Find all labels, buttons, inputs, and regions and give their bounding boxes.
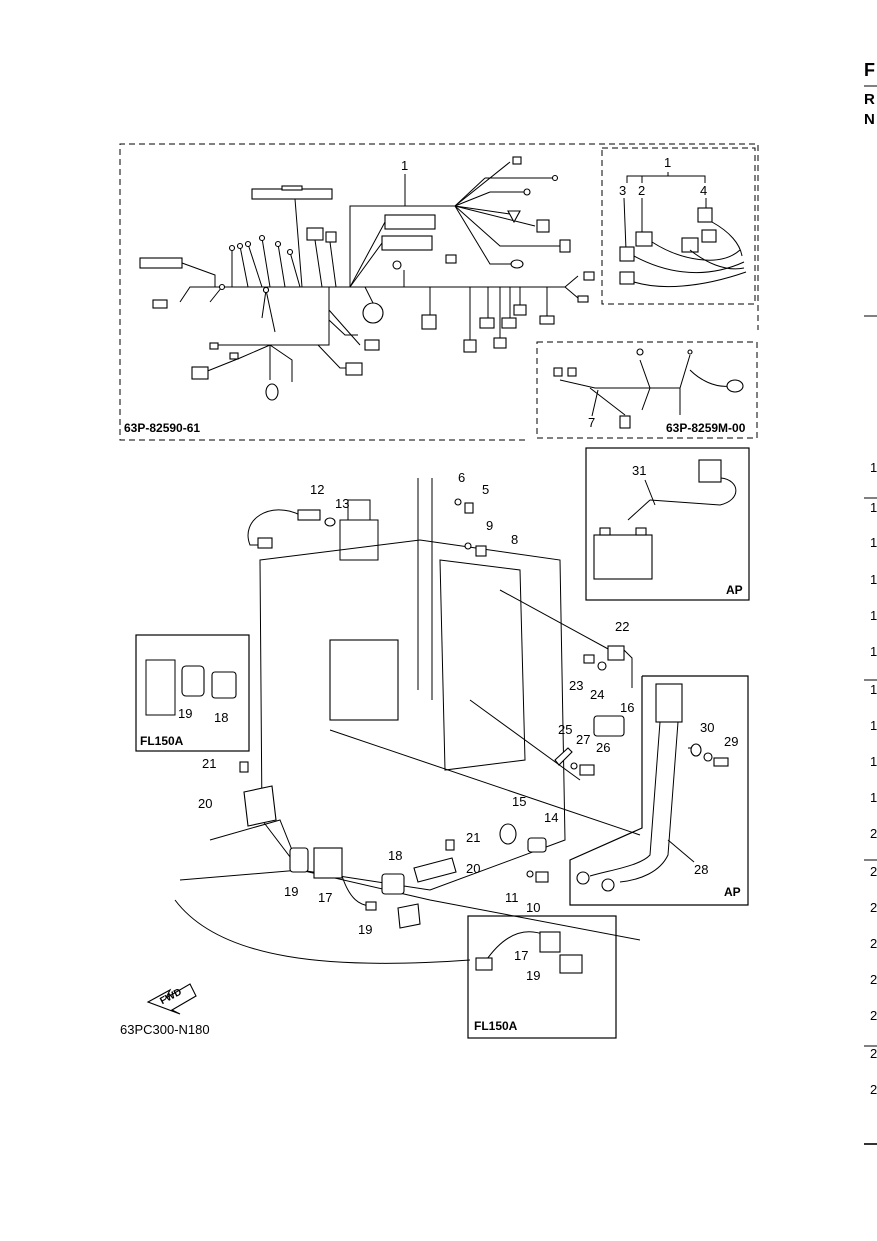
harness-code-main: 63P-82590-61 [124, 421, 200, 435]
part-label: 23 [569, 678, 583, 693]
part-label: 27 [576, 732, 590, 747]
edge-letter: R [864, 91, 875, 108]
part-label: 22 [615, 619, 629, 634]
part-label: 26 [596, 740, 610, 755]
part-label: 14 [544, 810, 558, 825]
part-label: 31 [632, 463, 646, 478]
edge-number: 1 [870, 500, 877, 515]
harness-connector [384, 214, 436, 230]
edge-number: 1 [870, 535, 877, 550]
battery [593, 534, 653, 580]
part-label: 1 [401, 158, 408, 173]
inset-label-fl150a: FL150A [474, 1019, 518, 1033]
part-label: 11 [505, 890, 519, 905]
edge-number: 2 [870, 972, 877, 987]
inset-fl150a-left: FL150A 19 18 [135, 634, 250, 752]
harness-connector [281, 185, 303, 191]
part-label: 3 [619, 183, 626, 198]
harness-sub-box: 63P-8259M-00 7 [536, 341, 758, 439]
edge-number: 2 [870, 900, 877, 915]
harness-main-box: 63P-82590-61 [119, 143, 759, 441]
edge-number: 2 [870, 1046, 877, 1061]
edge-number: 1 [870, 572, 877, 587]
edge-number: 2 [870, 864, 877, 879]
part-label: 21 [202, 756, 216, 771]
edge-number: 2 [870, 826, 877, 841]
part-label: 28 [694, 862, 708, 877]
part-label: 17 [514, 948, 528, 963]
part-label: 20 [198, 796, 212, 811]
part-label: 17 [318, 890, 332, 905]
harness-code-sub: 63P-8259M-00 [666, 421, 746, 435]
part-label: 6 [458, 470, 465, 485]
inset-sensors-box: 1 3 2 4 [601, 147, 756, 305]
part-label: 19 [358, 922, 372, 937]
part-callouts: 12 13 6 5 9 8 22 23 24 16 25 27 26 15 14 [198, 470, 634, 937]
part-label: 16 [620, 700, 634, 715]
right-edge-text: F R N 1 1 1 1 1 1 1 1 1 1 2 2 2 2 2 2 2 2 [864, 60, 877, 1145]
edge-number: 2 [870, 936, 877, 951]
part-label: 20 [466, 861, 480, 876]
part-label: 19 [178, 706, 192, 721]
edge-number: 1 [870, 460, 877, 475]
part-label: 18 [214, 710, 228, 725]
inset-label-ap: AP [724, 885, 741, 899]
part-label: 21 [466, 830, 480, 845]
ecu-unit [329, 639, 399, 721]
part-label: 18 [388, 848, 402, 863]
part-label: 19 [526, 968, 540, 983]
part-label: 25 [558, 722, 572, 737]
part-label: 7 [588, 415, 595, 430]
edge-number: 1 [870, 790, 877, 805]
part-label: 5 [482, 482, 489, 497]
part-label: 13 [335, 496, 349, 511]
edge-number: 2 [870, 1008, 877, 1023]
part-label: 12 [310, 482, 324, 497]
harness-connector [381, 235, 433, 251]
inset-fl150a-bottom: FL150A 17 19 [467, 915, 617, 1039]
inset-cable-box: AP 30 29 28 [569, 675, 749, 906]
engine-block [174, 478, 641, 964]
fwd-arrow: FWD [146, 983, 197, 1015]
edge-number: 1 [870, 644, 877, 659]
edge-letter: F [864, 60, 875, 80]
inset-label-ap: AP [726, 583, 743, 597]
edge-number: 1 [870, 754, 877, 769]
part-label: 8 [511, 532, 518, 547]
part-label: 10 [526, 900, 540, 915]
part-label: 24 [590, 687, 604, 702]
part-label: 15 [512, 794, 526, 809]
edge-number: 1 [870, 682, 877, 697]
harness-connector [139, 257, 183, 269]
part-label: 30 [700, 720, 714, 735]
inset-battery-box: AP 31 [585, 447, 750, 601]
part-label: 29 [724, 734, 738, 749]
edge-number: 1 [870, 718, 877, 733]
part-label: 4 [700, 183, 707, 198]
inset-label-fl150a: FL150A [140, 734, 184, 748]
part-label: 19 [284, 884, 298, 899]
edge-number: 2 [870, 1082, 877, 1097]
edge-number: 1 [870, 608, 877, 623]
part-label: 2 [638, 183, 645, 198]
part-label: 1 [664, 155, 671, 170]
figure-code: 63PC300-N180 [120, 1022, 210, 1037]
edge-letter: N [864, 111, 875, 128]
part-label: 9 [486, 518, 493, 533]
